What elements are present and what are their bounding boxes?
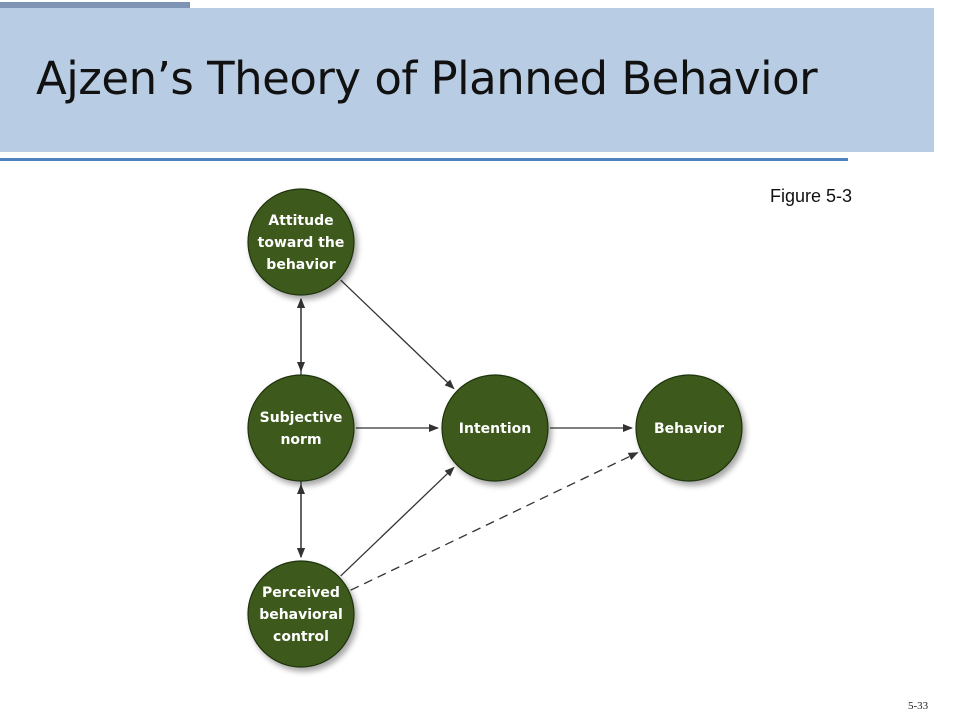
slide-title: Ajzen’s Theory of Planned Behavior <box>36 52 818 105</box>
node-norm-label-line: norm <box>280 432 321 448</box>
edge-control-to-intention-arrow <box>340 466 455 577</box>
node-control-label-line: behavioral <box>259 607 343 623</box>
node-control-label-line: Perceived <box>262 585 340 601</box>
edge-control-to-behavior-arrow <box>350 452 639 591</box>
node-intention: Intention <box>441 374 549 482</box>
title-band <box>0 8 934 152</box>
node-behavior-circle <box>635 374 743 482</box>
node-control: Perceived behavioral control <box>247 560 355 668</box>
figure-label: Figure 5-3 <box>770 186 853 206</box>
node-control-label-line: control <box>273 629 329 645</box>
node-attitude: Attitude toward the behavior <box>247 188 355 296</box>
node-attitude-label-line: Attitude <box>268 213 333 229</box>
node-attitude-circle <box>247 188 355 296</box>
node-intention-circle <box>441 374 549 482</box>
node-norm: Subjective norm <box>247 374 355 482</box>
node-control-circle <box>247 560 355 668</box>
title-rule <box>0 158 848 161</box>
edge-attitude-to-intention-arrow <box>340 279 455 390</box>
node-behavior: Behavior <box>635 374 743 482</box>
node-attitude-label-line: toward the <box>258 235 345 251</box>
node-behavior-label-line: Behavior <box>654 421 724 437</box>
page-number: 5-33 <box>908 700 929 712</box>
node-norm-circle <box>247 374 355 482</box>
node-intention-label-line: Intention <box>459 421 531 437</box>
node-attitude-label-line: behavior <box>266 257 335 273</box>
node-norm-label-line: Subjective <box>260 410 343 426</box>
